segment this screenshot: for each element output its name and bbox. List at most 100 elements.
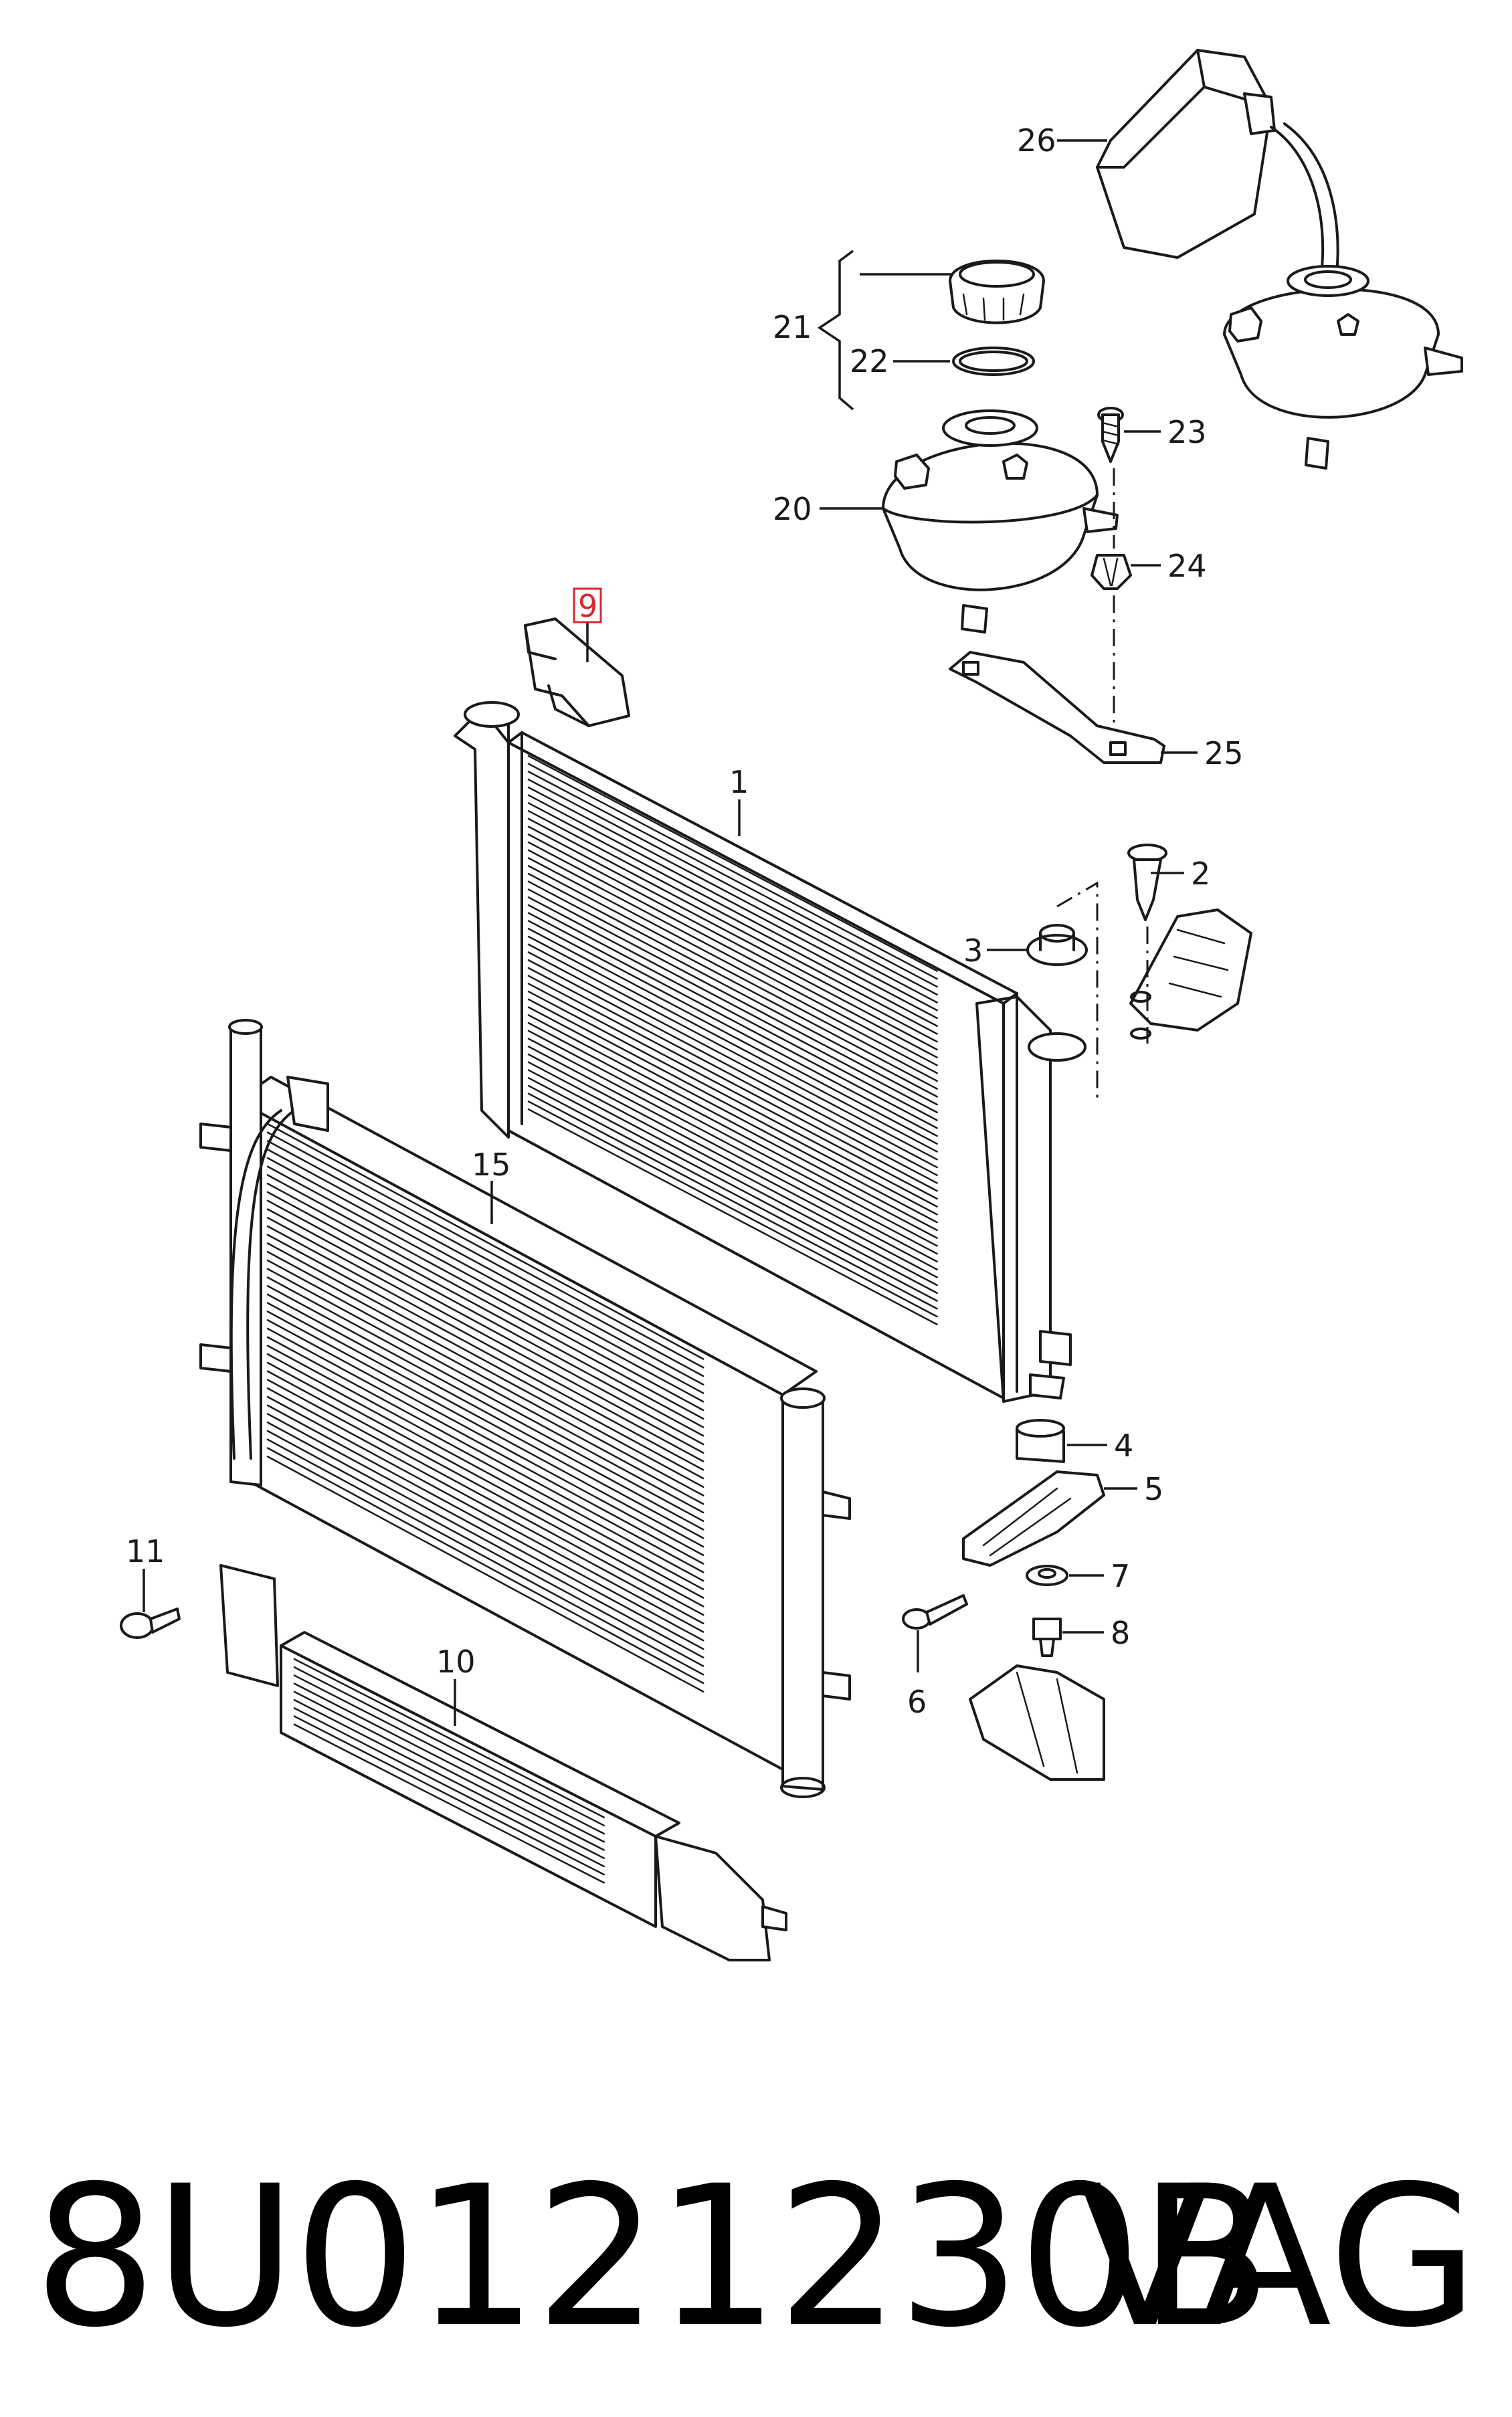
fin-line <box>527 951 938 1169</box>
fin-line <box>527 1053 938 1270</box>
fin-line <box>266 1379 704 1616</box>
callout-25: 25 <box>1204 735 1244 771</box>
leader-lines <box>143 139 1198 1726</box>
fin-line <box>527 794 938 1011</box>
fin-line <box>293 1666 605 1827</box>
fin-line <box>293 1707 605 1868</box>
fin-line <box>527 809 938 1027</box>
fin-line <box>266 1361 704 1599</box>
fin-line <box>527 943 938 1161</box>
fin-line <box>266 1157 704 1394</box>
fin-line <box>293 1682 605 1843</box>
fin-line <box>266 1395 704 1633</box>
fin-line <box>293 1658 605 1818</box>
fin-line <box>527 778 938 996</box>
fin-line <box>527 802 938 1020</box>
fin-line <box>266 1404 704 1642</box>
fin-line <box>527 786 938 1003</box>
expansion-tank-cap <box>949 260 1045 324</box>
callout-15: 15 <box>472 1147 511 1183</box>
bolt-23 <box>1097 407 1124 463</box>
coolant-bottle <box>1096 49 1339 276</box>
bracket-25 <box>949 651 1165 764</box>
callout-10: 10 <box>436 1644 476 1680</box>
brand-name: VAG <box>1078 2145 1479 2370</box>
fin-line <box>527 1108 938 1326</box>
fin-line <box>527 1030 938 1247</box>
callout-7: 7 <box>1111 1558 1130 1594</box>
fin-line <box>266 1131 704 1369</box>
fin-line <box>266 1447 704 1684</box>
fin-line <box>527 959 938 1177</box>
callout-1: 1 <box>729 764 749 800</box>
fin-line <box>266 1336 704 1573</box>
fin-line <box>266 1370 704 1608</box>
fin-line <box>266 1319 704 1556</box>
mounting-bracket-9 <box>524 617 630 727</box>
clip-24 <box>1091 554 1132 590</box>
fin-line <box>266 1183 704 1420</box>
fin-line <box>266 1251 704 1488</box>
fin-line <box>266 1353 704 1590</box>
bolt-8 <box>1032 1618 1062 1657</box>
seal-ring <box>952 347 1035 376</box>
callout-21: 21 <box>773 309 812 345</box>
grommet-3 <box>1026 924 1088 966</box>
body-bracket-lower <box>969 1664 1105 1781</box>
fin-line <box>266 1268 704 1505</box>
cooler-fins <box>293 1658 605 1884</box>
callout-9: 9 <box>578 588 597 624</box>
fin-line <box>266 1225 704 1462</box>
callout-2: 2 <box>1191 856 1210 892</box>
callout-22: 22 <box>850 343 889 379</box>
fin-line <box>527 1061 938 1278</box>
fin-line <box>266 1242 704 1480</box>
fin-line <box>266 1259 704 1496</box>
callout-5: 5 <box>1144 1471 1163 1507</box>
body-bracket-right <box>1129 908 1252 1040</box>
fin-line <box>266 1422 704 1658</box>
callout-20: 20 <box>773 491 812 527</box>
fin-line <box>527 755 938 972</box>
expansion-tank <box>882 409 1119 634</box>
callout-24: 24 <box>1167 548 1207 584</box>
fin-line <box>527 1084 938 1302</box>
fin-line <box>266 1430 704 1667</box>
fin-line <box>527 1006 938 1224</box>
fin-line <box>266 1438 704 1676</box>
fin-line <box>527 834 938 1051</box>
fin-line <box>266 1293 704 1531</box>
fin-line <box>527 841 938 1058</box>
fin-line <box>293 1699 605 1859</box>
fin-line <box>527 990 938 1207</box>
fin-line <box>266 1165 704 1403</box>
fin-line <box>527 817 938 1035</box>
fin-line <box>527 763 938 980</box>
fin-line <box>266 1174 704 1412</box>
fin-line <box>527 912 938 1129</box>
fin-line <box>527 1038 938 1255</box>
footer: 8U0121230B VAG <box>33 2147 1479 2368</box>
fin-line <box>266 1285 704 1522</box>
screw-11 <box>120 1608 181 1639</box>
fin-line <box>266 1217 704 1454</box>
fin-line <box>527 983 938 1200</box>
fin-line <box>293 1723 605 1884</box>
callout-26: 26 <box>1017 122 1056 159</box>
callout-6: 6 <box>907 1684 927 1720</box>
auxiliary-cooler <box>219 1564 787 1961</box>
callout-4: 4 <box>1114 1428 1133 1464</box>
pin-2 <box>1127 844 1167 921</box>
fin-line <box>266 1302 704 1539</box>
part-number: 8U0121230B <box>33 2145 1272 2370</box>
fin-line <box>527 998 938 1216</box>
rubber-mount-4 <box>1016 1419 1065 1463</box>
fin-line <box>266 1456 704 1693</box>
fin-line <box>527 1092 938 1310</box>
fin-line <box>266 1387 704 1624</box>
fin-line <box>266 1199 704 1437</box>
callout-8: 8 <box>1111 1615 1130 1651</box>
washer-7 <box>1026 1565 1068 1586</box>
fin-line <box>527 935 938 1153</box>
